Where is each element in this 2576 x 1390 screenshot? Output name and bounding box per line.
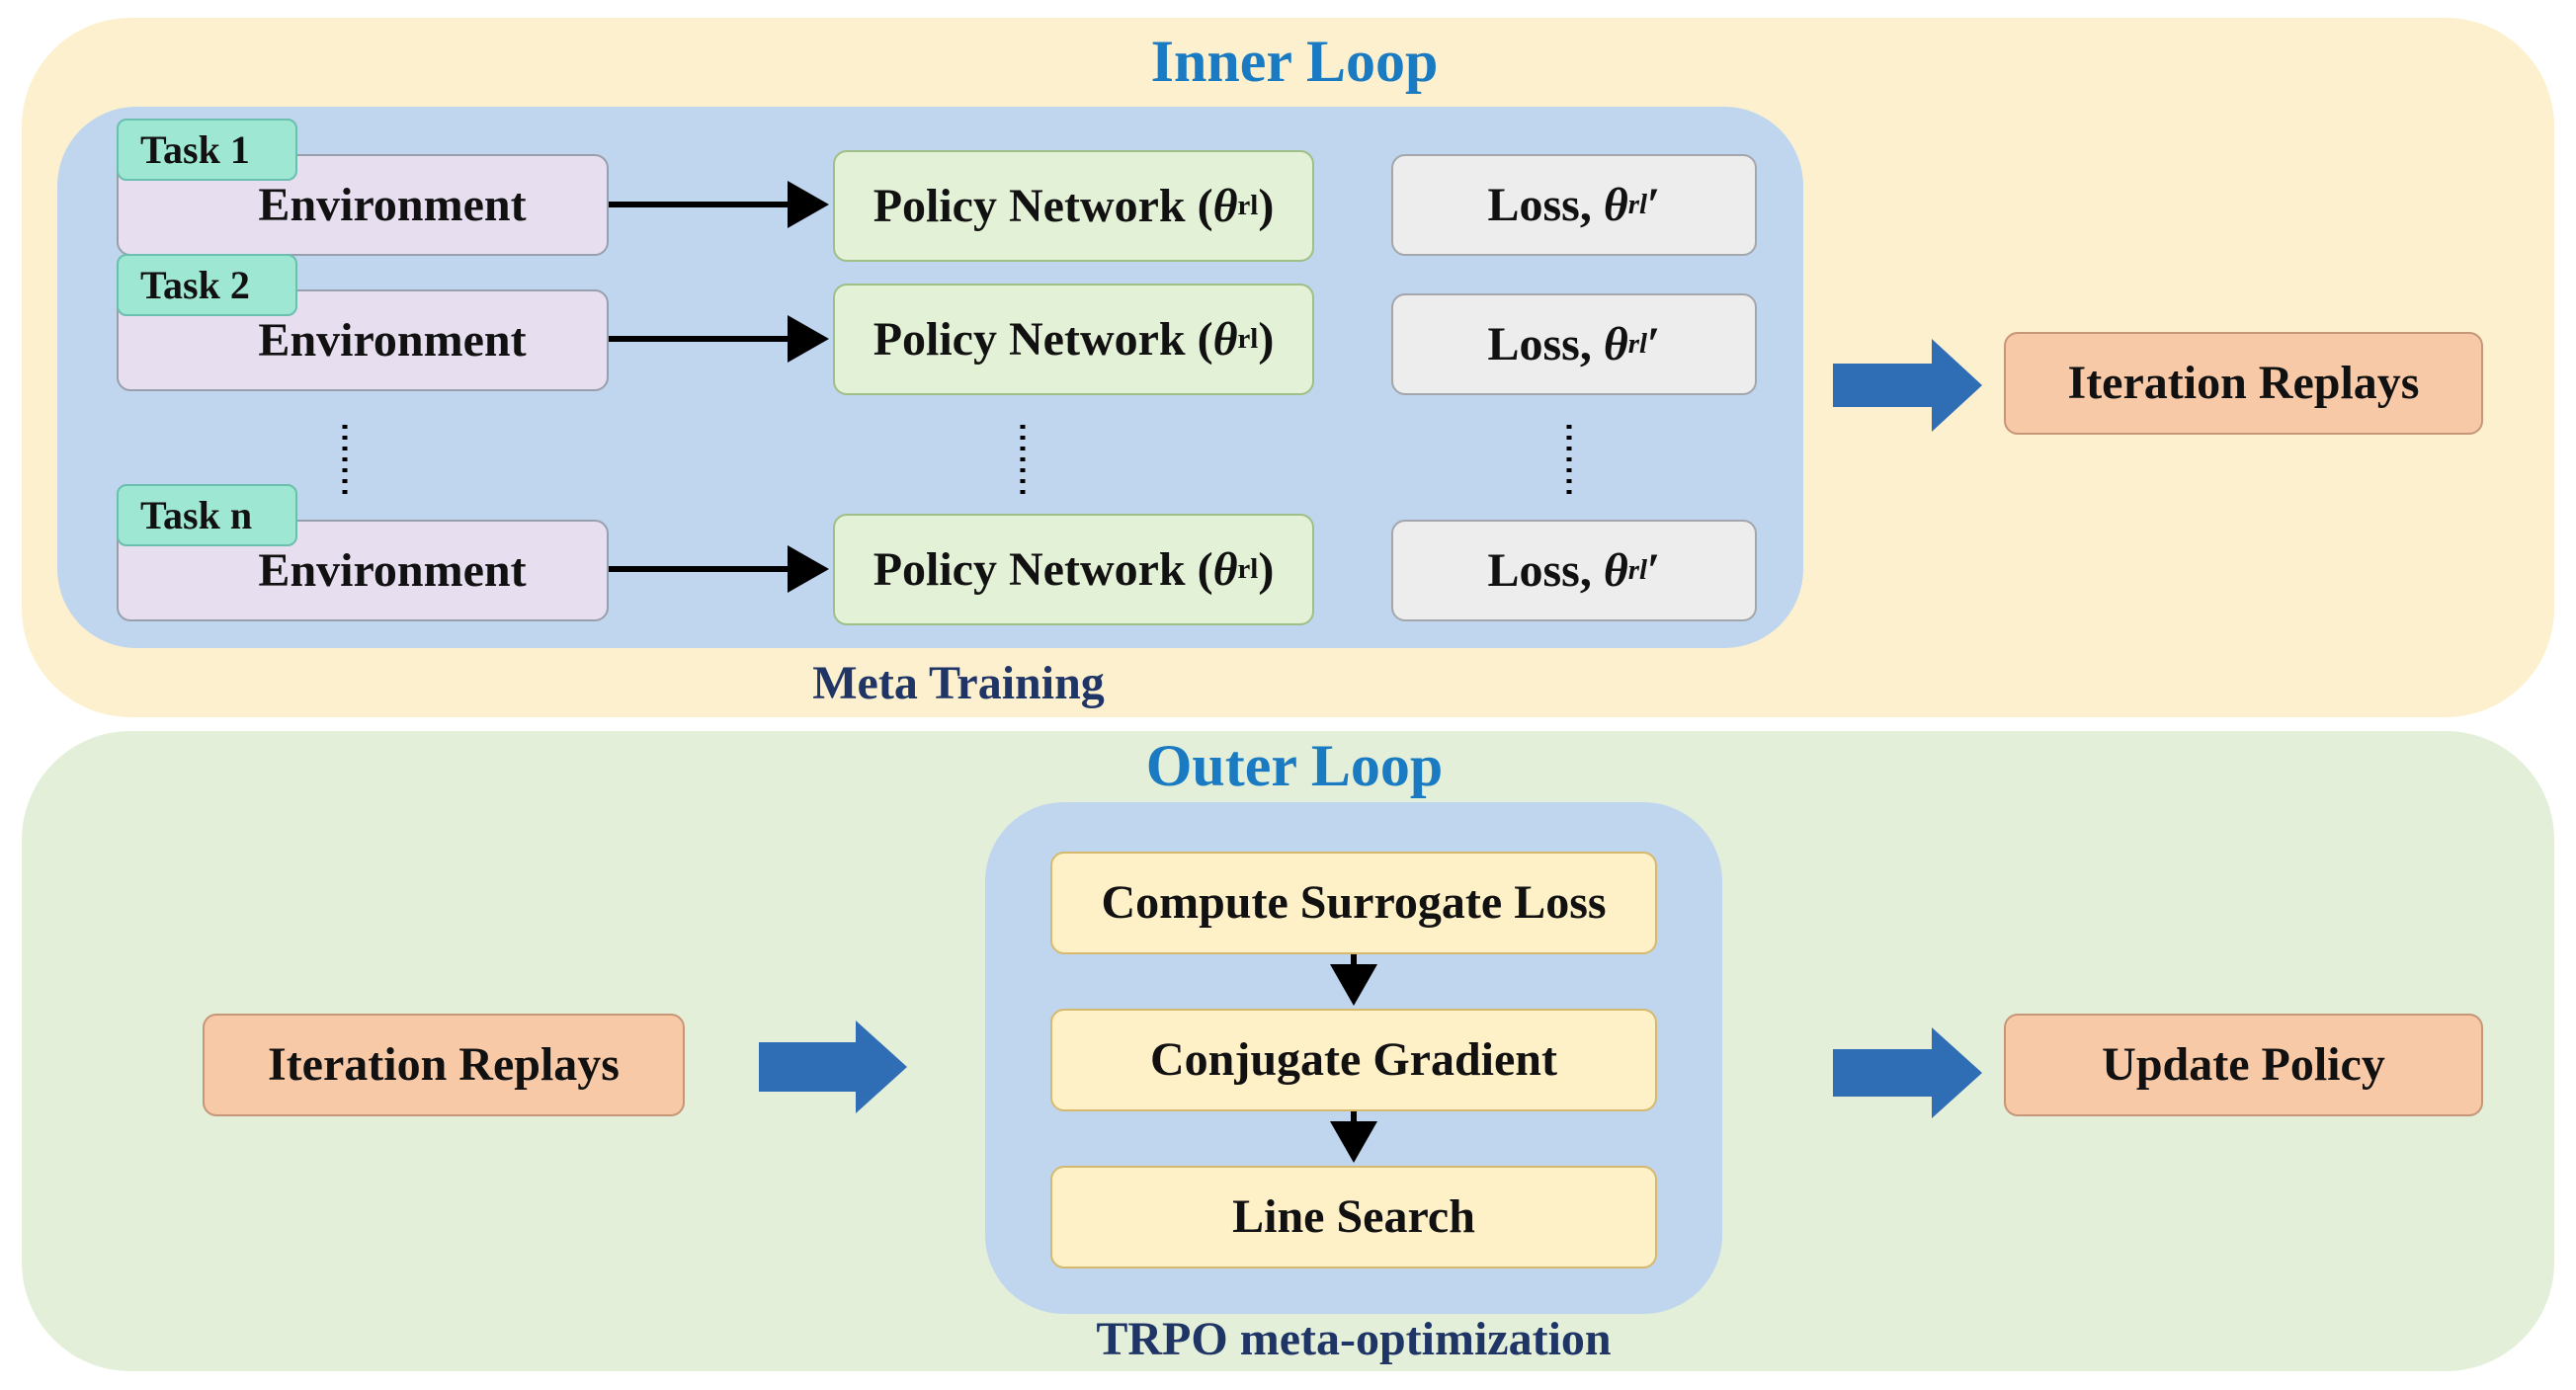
line-search-box: Line Search (1050, 1166, 1657, 1268)
task-badge-2: Task 2 (117, 254, 297, 316)
update-policy-box: Update Policy (2004, 1014, 2483, 1116)
conjugate-gradient-box: Conjugate Gradient (1050, 1009, 1657, 1111)
outer-loop-title: Outer Loop (1145, 733, 1444, 798)
iteration-replays-input-box: Iteration Replays (203, 1014, 685, 1116)
block-arrow-inner-to-replays (1833, 339, 1982, 432)
block-arrow-trpo-to-update (1833, 1027, 1982, 1118)
trpo-label: TRPO meta-optimization (1096, 1313, 1612, 1365)
compute-surrogate-loss-box: Compute Surrogate Loss (1050, 852, 1657, 954)
inner-loop-title: Inner Loop (1150, 29, 1439, 94)
task-badge-n: Task n (117, 484, 297, 546)
block-arrow-replays-to-trpo (759, 1021, 907, 1113)
task-badge-1: Task 1 (117, 119, 297, 181)
iteration-replays-output-box: Iteration Replays (2004, 332, 2483, 435)
meta-training-label: Meta Training (812, 657, 1105, 709)
